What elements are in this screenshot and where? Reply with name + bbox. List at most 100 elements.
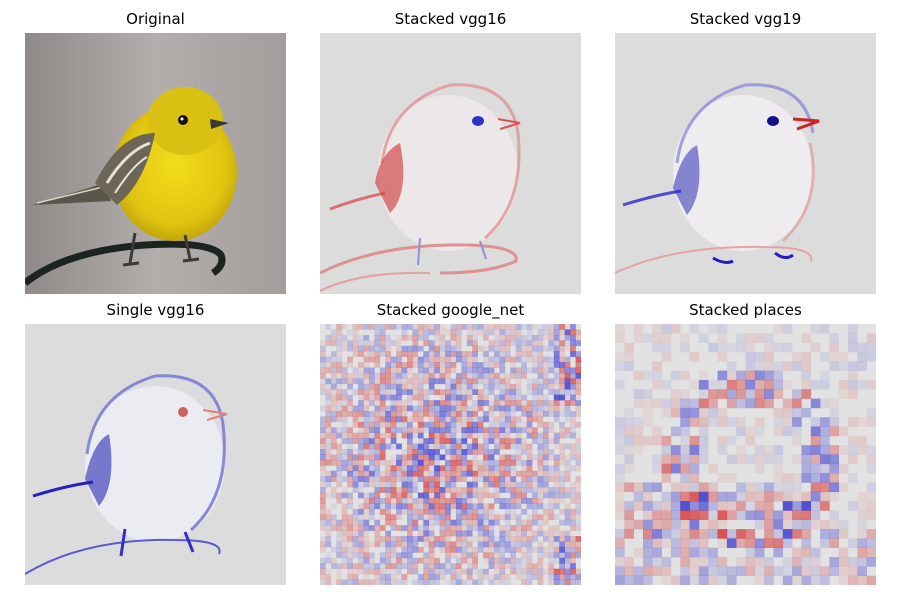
saliency-cell: [455, 536, 462, 542]
saliency-cell: [477, 367, 484, 374]
saliency-cell: [445, 498, 451, 504]
saliency-cell: [466, 487, 473, 493]
saliency-cell: [472, 427, 478, 434]
saliency-cell: [401, 459, 408, 466]
saliency-cell: [488, 503, 495, 510]
saliency-cell: [504, 421, 511, 428]
saliency-cell: [466, 340, 473, 347]
saliency-cell: [726, 398, 737, 409]
saliency-cell: [390, 356, 397, 363]
saliency-cell: [461, 459, 468, 466]
saliency-cell: [615, 361, 625, 371]
saliency-cell: [336, 443, 343, 450]
saliency-cell: [559, 405, 565, 412]
saliency-cell: [494, 498, 500, 504]
saliency-cell: [455, 449, 462, 455]
saliency-cell: [542, 536, 549, 542]
saliency-cell: [782, 426, 793, 437]
saliency-cell: [396, 470, 402, 477]
saliency-cell: [466, 514, 473, 521]
saliency-cell: [764, 333, 774, 343]
saliency-cell: [680, 473, 690, 483]
saliency-cell: [330, 334, 337, 341]
saliency-cell: [661, 529, 672, 539]
saliency-cell: [494, 546, 500, 553]
saliency-cell: [352, 563, 359, 569]
saliency-cell: [363, 449, 370, 455]
saliency-cell: [450, 470, 457, 477]
saliency-cell: [754, 361, 765, 371]
saliency-cell: [347, 405, 353, 412]
saliency-cell: [575, 546, 581, 553]
saliency-cell: [548, 383, 555, 390]
saliency-cell: [548, 345, 555, 352]
saliency-cell: [820, 324, 830, 334]
saliency-cell: [461, 421, 468, 428]
saliency-cell: [472, 487, 478, 493]
saliency-cell: [559, 367, 565, 374]
saliency-cell: [810, 342, 821, 353]
saliency-cell: [352, 454, 359, 461]
saliency-cell: [782, 361, 793, 371]
saliency-cell: [358, 563, 364, 569]
saliency-cell: [526, 356, 533, 363]
saliency-cell: [745, 333, 756, 343]
saliency-cell: [390, 383, 397, 390]
saliency-cell: [698, 501, 709, 511]
saliency-cell: [385, 508, 391, 515]
saliency-cell: [526, 449, 533, 455]
saliency-cell: [488, 476, 495, 482]
saliency-cell: [385, 519, 391, 526]
saliency-cell: [575, 487, 581, 493]
saliency-cell: [483, 394, 489, 401]
saliency-cell: [472, 345, 478, 352]
saliency-cell: [428, 574, 435, 580]
saliency-cell: [515, 383, 522, 390]
saliency-cell: [504, 416, 511, 423]
saliency-cell: [320, 459, 326, 466]
saliency-cell: [510, 454, 517, 461]
saliency-cell: [455, 579, 462, 585]
saliency-cell: [504, 465, 511, 472]
saliency-cell: [363, 546, 370, 553]
saliency-cell: [633, 501, 644, 511]
saliency-cell: [379, 367, 386, 374]
saliency-cell: [689, 557, 700, 567]
saliency-cell: [407, 334, 413, 341]
saliency-cell: [320, 557, 326, 564]
saliency-cell: [374, 459, 381, 466]
saliency-cell: [515, 372, 522, 379]
saliency-cell: [320, 383, 326, 390]
saliency-cell: [483, 519, 489, 526]
saliency-cell: [439, 362, 446, 368]
saliency-cell: [829, 351, 840, 362]
saliency-cell: [379, 514, 386, 521]
saliency-cell: [407, 498, 413, 504]
saliency-cell: [559, 519, 565, 526]
saliency-cell: [379, 443, 386, 450]
saliency-cell: [472, 557, 478, 564]
saliency-cell: [521, 498, 527, 504]
saliency-cell: [542, 405, 549, 412]
saliency-cell: [521, 340, 527, 347]
saliency-cell: [341, 416, 348, 423]
saliency-cell: [624, 342, 634, 353]
saliency-cell: [423, 378, 430, 385]
saliency-cell: [461, 400, 468, 406]
saliency-cell: [347, 470, 353, 477]
saliency-cell: [412, 378, 419, 385]
saliency-cell: [553, 405, 560, 412]
saliency-cell: [445, 356, 451, 363]
saliency-cell: [542, 345, 549, 352]
saliency-cell: [745, 379, 756, 390]
saliency-cell: [773, 324, 784, 334]
saliency-cell: [401, 503, 408, 510]
saliency-cell: [396, 579, 402, 585]
saliency-cell: [358, 454, 364, 461]
saliency-cell: [320, 546, 326, 553]
saliency-cell: [455, 411, 462, 417]
saliency-cell: [450, 574, 457, 580]
saliency-cell: [407, 459, 413, 466]
saliency-cell: [615, 557, 625, 567]
saliency-cell: [488, 432, 495, 439]
